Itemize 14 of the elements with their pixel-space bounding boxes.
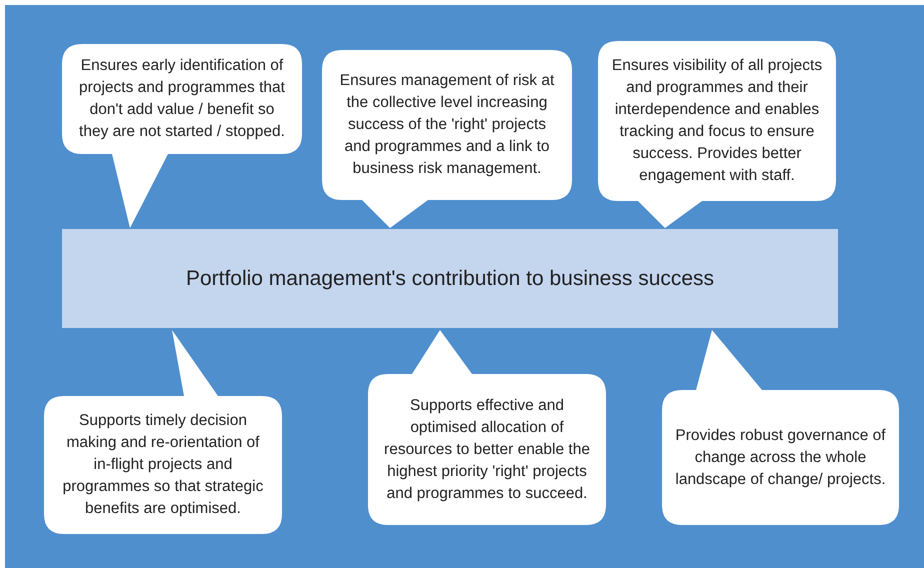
bubble-text: Ensures visibility of all projects and programmes and their interdependence and enables tracking and focus to ensure success. Provides better engagement with staff. bbox=[610, 56, 824, 186]
bubble-text: Supports timely decision making and re-orientation of in-flight projects and programmes so that strategic benefits are optimised. bbox=[62, 411, 264, 519]
speech-bubble bbox=[62, 44, 302, 228]
title-bar bbox=[62, 229, 838, 328]
speech-bubble bbox=[598, 41, 836, 228]
bubble-text: Ensures early identification of projects and programmes that don't add value / benefit so they are not started / stopped. bbox=[78, 56, 286, 142]
speech-bubble bbox=[662, 330, 899, 525]
bubble-text: Supports effective and optimised allocation of resources to better enable the highest priority 'right' projects and programmes to succeed. bbox=[383, 396, 591, 504]
bubble-text: Provides robust governance of change across the whole landscape of change/ projects. bbox=[674, 426, 887, 490]
speech-bubble bbox=[322, 50, 572, 228]
bubble-text: Ensures management of risk at the collective level increasing success of the 'right' projects and programmes and a link to business risk management. bbox=[338, 71, 556, 179]
heading-text: Portfolio management's contribution to business success bbox=[186, 266, 714, 290]
speech-bubble bbox=[44, 330, 282, 534]
speech-bubble bbox=[368, 330, 606, 525]
